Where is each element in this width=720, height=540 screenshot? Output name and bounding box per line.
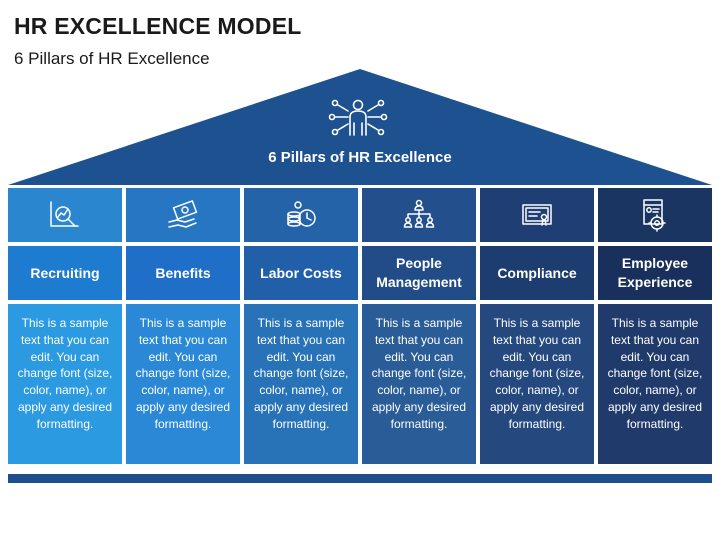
pillar-text: This is a sample text that you can edit.… bbox=[598, 304, 712, 464]
pillar-title: Employee Experience bbox=[598, 246, 712, 300]
pillar-text: This is a sample text that you can edit.… bbox=[244, 304, 358, 464]
pillar-labor-costs: Labor Costs This is a sample text that y… bbox=[244, 188, 358, 464]
magnifier-chart-icon bbox=[50, 201, 79, 227]
pillar-title: People Management bbox=[362, 246, 476, 300]
pillar-title: Compliance bbox=[480, 246, 594, 300]
pillar-icon-box bbox=[8, 188, 122, 242]
house-base bbox=[8, 474, 712, 483]
coins-clock-icon bbox=[287, 201, 316, 227]
pillar-title: Labor Costs bbox=[244, 246, 358, 300]
pillar-title: Recruiting bbox=[8, 246, 122, 300]
pillar-text: This is a sample text that you can edit.… bbox=[480, 304, 594, 464]
roof-label: 6 Pillars of HR Excellence bbox=[268, 149, 452, 166]
pillar-icon-box bbox=[126, 188, 240, 242]
person-network-icon bbox=[328, 99, 388, 136]
pillar-employee-experience: Employee Experience This is a sample tex… bbox=[598, 188, 712, 464]
pillar-title: Benefits bbox=[126, 246, 240, 300]
pillar-benefits: Benefits This is a sample text that you … bbox=[126, 188, 240, 464]
pillar-compliance: Compliance This is a sample text that yo… bbox=[480, 188, 594, 464]
pillar-icon-box bbox=[244, 188, 358, 242]
certificate-icon bbox=[522, 204, 552, 226]
page-title: HR EXCELLENCE MODEL bbox=[14, 13, 302, 39]
house-roof bbox=[8, 69, 712, 185]
org-chart-icon bbox=[403, 199, 435, 228]
pillar-text: This is a sample text that you can edit.… bbox=[362, 304, 476, 464]
document-gear-icon bbox=[643, 199, 666, 232]
pillar-icon-box bbox=[598, 188, 712, 242]
pillar-people-management: People Management This is a sample text … bbox=[362, 188, 476, 464]
pillar-recruiting: Recruiting This is a sample text that yo… bbox=[8, 188, 122, 464]
pillar-icon-box bbox=[362, 188, 476, 242]
pillar-icon-box bbox=[480, 188, 594, 242]
page-subtitle: 6 Pillars of HR Excellence bbox=[14, 49, 210, 68]
pillar-text: This is a sample text that you can edit.… bbox=[126, 304, 240, 464]
money-hand-icon bbox=[168, 200, 198, 228]
pillar-text: This is a sample text that you can edit.… bbox=[8, 304, 122, 464]
